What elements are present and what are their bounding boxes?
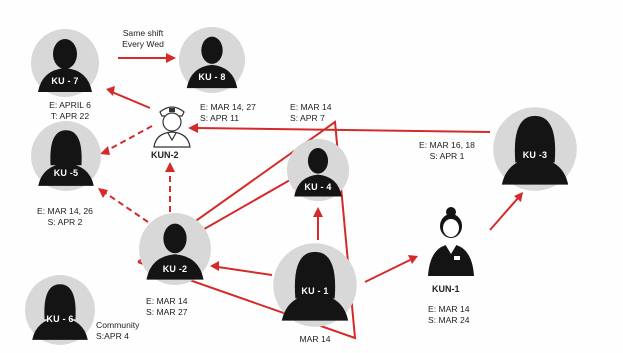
person-silhouette-icon: [178, 26, 246, 94]
edge-kun1-ku3: [489, 197, 519, 231]
kun1-dates: E: MAR 14 S: MAR 24: [428, 304, 470, 325]
arrowhead-kun2b: [165, 162, 175, 172]
node-id: KU - 6: [46, 314, 74, 324]
node-ku3: KU -3: [492, 106, 578, 192]
female-staff-icon: [428, 207, 474, 276]
arrowhead-ku7: [106, 86, 115, 96]
arrowhead-kun2: [188, 123, 198, 133]
person-silhouette-icon: [273, 243, 357, 327]
person-silhouette-icon: [139, 213, 211, 285]
node-kun2: [150, 100, 194, 150]
arrowhead-ku2: [210, 261, 219, 271]
node-ku1: KU - 1: [272, 242, 358, 328]
node-id: KU - 8: [198, 72, 226, 82]
node-ku2: KU -2: [138, 212, 212, 286]
edge-ku3-kun2: [195, 127, 491, 133]
arrowhead-ku4: [313, 207, 323, 217]
ku5-dates: E: MAR 14, 26 S: APR 2: [37, 206, 93, 227]
ku1-dates: MAR 14: [299, 334, 331, 344]
node-id: KU -5: [53, 168, 79, 178]
ku4-dates: E: MAR 14 S: APR 7: [290, 102, 332, 123]
nurse-icon: [153, 106, 191, 148]
edge-kun2-ku7: [111, 91, 151, 109]
ku6-dates: Community S:APR 4: [96, 320, 140, 341]
kun2-dates: E: MAR 14, 27 S: APR 11: [200, 102, 256, 123]
edge-ku2-ku5: [103, 191, 149, 223]
node-ku7: KU - 7: [30, 28, 100, 98]
edge-ku1-kun1: [364, 259, 411, 283]
kun2-id: KUN-2: [151, 150, 179, 160]
arrowhead-ku5b: [98, 188, 108, 198]
node-ku4: KU - 4: [286, 138, 350, 202]
kun1-id: KUN-1: [432, 284, 460, 294]
person-silhouette-icon: [286, 138, 350, 202]
arrowhead-ku5a: [100, 146, 110, 155]
ku7-dates: E: APRIL 6 T: APR 22: [49, 100, 91, 121]
edge-ku1-ku2: [217, 266, 273, 276]
person-silhouette-icon: [493, 107, 577, 191]
ku2-dates: E: MAR 14 S: MAR 27: [146, 296, 188, 317]
node-ku5: KU -5: [30, 120, 102, 192]
node-id: KU -3: [522, 150, 548, 160]
person-silhouette-icon: [31, 121, 101, 191]
edge-ku2-triangle: [137, 120, 357, 340]
node-id: KU -2: [162, 264, 188, 274]
node-ku8: KU - 8: [178, 26, 246, 94]
person-silhouette-icon: [31, 29, 99, 97]
person-silhouette-icon: [25, 275, 95, 345]
node-id: KU - 4: [304, 182, 332, 192]
edge-kun2-ku5: [107, 125, 153, 151]
shift-annotation: Same shift Every Wed: [122, 28, 164, 49]
node-id: KU - 7: [51, 76, 79, 86]
node-ku6: KU - 6: [24, 274, 96, 346]
arrowhead-ku3: [514, 192, 523, 202]
ku3-dates: E: MAR 16, 18 S: APR 1: [419, 140, 475, 161]
node-id: KU - 1: [301, 286, 329, 296]
node-kun1: [426, 204, 476, 284]
arrowhead-kun1: [408, 255, 418, 264]
arrowhead-ku8: [166, 53, 176, 63]
